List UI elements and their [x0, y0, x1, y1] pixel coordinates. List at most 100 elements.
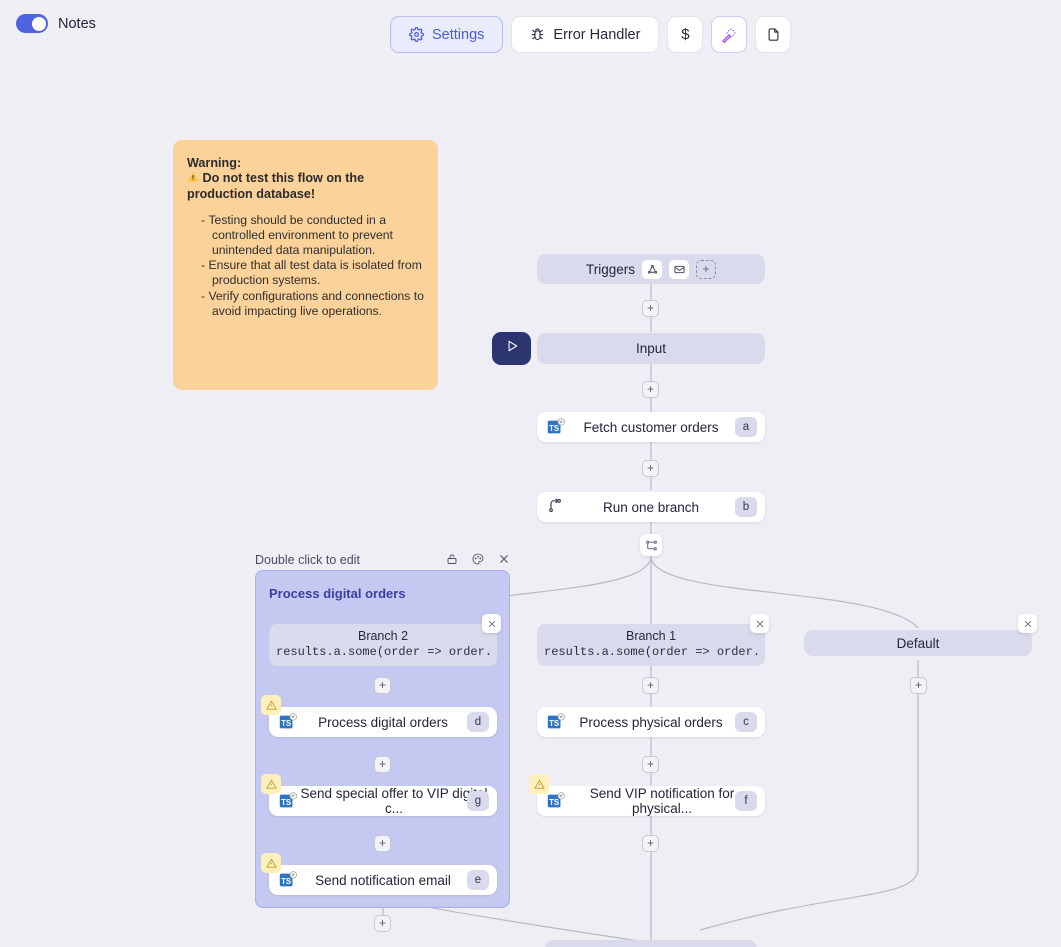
note-bullet-text: Testing should be conducted in a control… [208, 212, 393, 257]
branch-title: Default [896, 635, 940, 651]
add-step-plus-branch2[interactable]: + [374, 677, 391, 694]
svg-text:TS: TS [549, 719, 559, 728]
add-step-plus-left-2[interactable]: + [374, 835, 391, 852]
branch-condition: results.a.some(order => order.type [544, 644, 758, 659]
warning-badge [261, 695, 281, 715]
run-flow-button[interactable] [492, 332, 531, 365]
dollar-icon: $ [681, 26, 690, 43]
add-step-plus-default[interactable]: + [910, 677, 927, 694]
node-badge: b [735, 497, 757, 517]
triggers-label: Triggers [585, 261, 635, 277]
add-step-plus-mid-1[interactable]: + [642, 756, 659, 773]
node-send-vip-notification[interactable]: TS Send VIP notification for physical...… [529, 774, 765, 816]
node-process-digital-orders[interactable]: TS Process digital orders d [261, 695, 497, 737]
branch-1-close-button[interactable] [750, 614, 769, 633]
group-header-icons [446, 553, 510, 568]
magic-button[interactable] [711, 16, 748, 53]
add-step-plus-1[interactable]: + [642, 300, 659, 317]
node-label: Run one branch [602, 499, 700, 515]
add-trigger-icon[interactable] [696, 259, 716, 279]
node-process-physical-orders[interactable]: TS Process physical orders c [537, 707, 765, 737]
default-branch-close-button[interactable] [1018, 614, 1037, 633]
cost-button[interactable]: $ [667, 16, 704, 53]
group-process-digital-orders[interactable] [255, 570, 510, 908]
svg-text:TS: TS [281, 719, 291, 728]
note-bullet-list: - Testing should be conducted in a contr… [201, 213, 424, 319]
settings-button[interactable]: Settings [390, 16, 504, 53]
node-badge: c [735, 712, 757, 732]
lock-icon[interactable] [446, 553, 458, 568]
node-send-special-offer[interactable]: TS Send special offer to VIP digital c..… [261, 774, 497, 816]
add-step-plus-left-3[interactable]: + [374, 915, 391, 932]
close-icon[interactable] [498, 553, 510, 568]
palette-icon[interactable] [472, 553, 484, 568]
group-edit-hint: Double click to edit [255, 553, 360, 567]
node-label: Send notification email [315, 872, 451, 888]
svg-text:TS: TS [281, 798, 291, 807]
branch-condition: results.a.some(order => order.type [276, 644, 490, 659]
mail-icon[interactable] [669, 259, 689, 279]
input-node[interactable]: Input [537, 333, 765, 364]
list-item: - Ensure that all test data is isolated … [201, 258, 422, 288]
note-headline-row: Do not test this flow on the production … [187, 171, 424, 202]
node-badge: e [467, 870, 489, 890]
typescript-icon: TS [547, 792, 566, 811]
add-step-plus-left-1[interactable]: + [374, 756, 391, 773]
webhook-icon[interactable] [642, 259, 662, 279]
warning-triangle-icon [187, 171, 203, 185]
list-item: - Verify configurations and connections … [201, 289, 424, 319]
svg-text:TS: TS [549, 798, 559, 807]
bug-icon [530, 27, 545, 42]
settings-button-label: Settings [432, 26, 485, 43]
node-badge: f [735, 791, 757, 811]
warning-note[interactable]: Warning: Do not test this flow on the pr… [173, 140, 438, 390]
split-branches-icon[interactable] [640, 534, 662, 556]
svg-text:TS: TS [549, 424, 559, 433]
node-badge: a [735, 417, 757, 437]
note-bullet-text: Verify configurations and connections to… [208, 289, 424, 319]
triggers-node[interactable]: Triggers [537, 254, 765, 284]
node-label: Process digital orders [318, 714, 448, 730]
branch-1-condition[interactable]: Branch 1 results.a.some(order => order.t… [537, 624, 765, 667]
input-node-label: Input [635, 341, 667, 356]
typescript-icon: TS [279, 792, 298, 811]
notes-toggle[interactable] [16, 14, 48, 33]
warning-badge [261, 853, 281, 873]
node-label: Fetch customer orders [583, 419, 719, 435]
add-step-plus-3[interactable]: + [642, 460, 659, 477]
node-run-one-branch[interactable]: Run one branch b [537, 492, 765, 522]
error-handler-button[interactable]: Error Handler [511, 16, 660, 53]
typescript-icon: TS [279, 871, 298, 890]
node-bottom-partial[interactable] [545, 940, 757, 947]
notes-toggle-label: Notes [58, 15, 96, 32]
default-branch-node[interactable]: Default [804, 630, 1032, 656]
play-icon [505, 339, 519, 358]
group-title: Process digital orders [269, 586, 406, 601]
branch-title: Branch 2 [357, 629, 409, 643]
error-handler-button-label: Error Handler [553, 26, 641, 43]
typescript-icon: TS [547, 418, 566, 437]
node-send-notification-email[interactable]: TS Send notification email e [261, 853, 497, 895]
node-badge: d [467, 712, 489, 732]
node-badge: g [467, 791, 489, 811]
notes-toggle-group[interactable]: Notes [16, 14, 96, 33]
typescript-icon: TS [547, 713, 566, 732]
node-fetch-customer-orders[interactable]: TS Fetch customer orders a [537, 412, 765, 442]
top-toolbar: Notes Settings Erro [0, 0, 1061, 62]
add-step-plus-2[interactable]: + [642, 381, 659, 398]
node-label: Send VIP notification for physical... [589, 786, 735, 816]
add-step-plus-mid-2[interactable]: + [642, 835, 659, 852]
note-bullet-text: Ensure that all test data is isolated fr… [208, 258, 422, 288]
branch-2-close-button[interactable] [482, 614, 501, 633]
add-step-plus-branch1[interactable]: + [642, 677, 659, 694]
document-button[interactable] [755, 16, 792, 53]
warning-badge [261, 774, 281, 794]
branch-2-condition[interactable]: Branch 2 results.a.some(order => order.t… [269, 624, 497, 667]
group-header: Double click to edit [255, 552, 510, 568]
gear-icon [409, 27, 424, 42]
branch-icon [547, 498, 566, 517]
note-headline: Do not test this flow on the production … [187, 171, 365, 202]
file-icon [766, 27, 781, 42]
